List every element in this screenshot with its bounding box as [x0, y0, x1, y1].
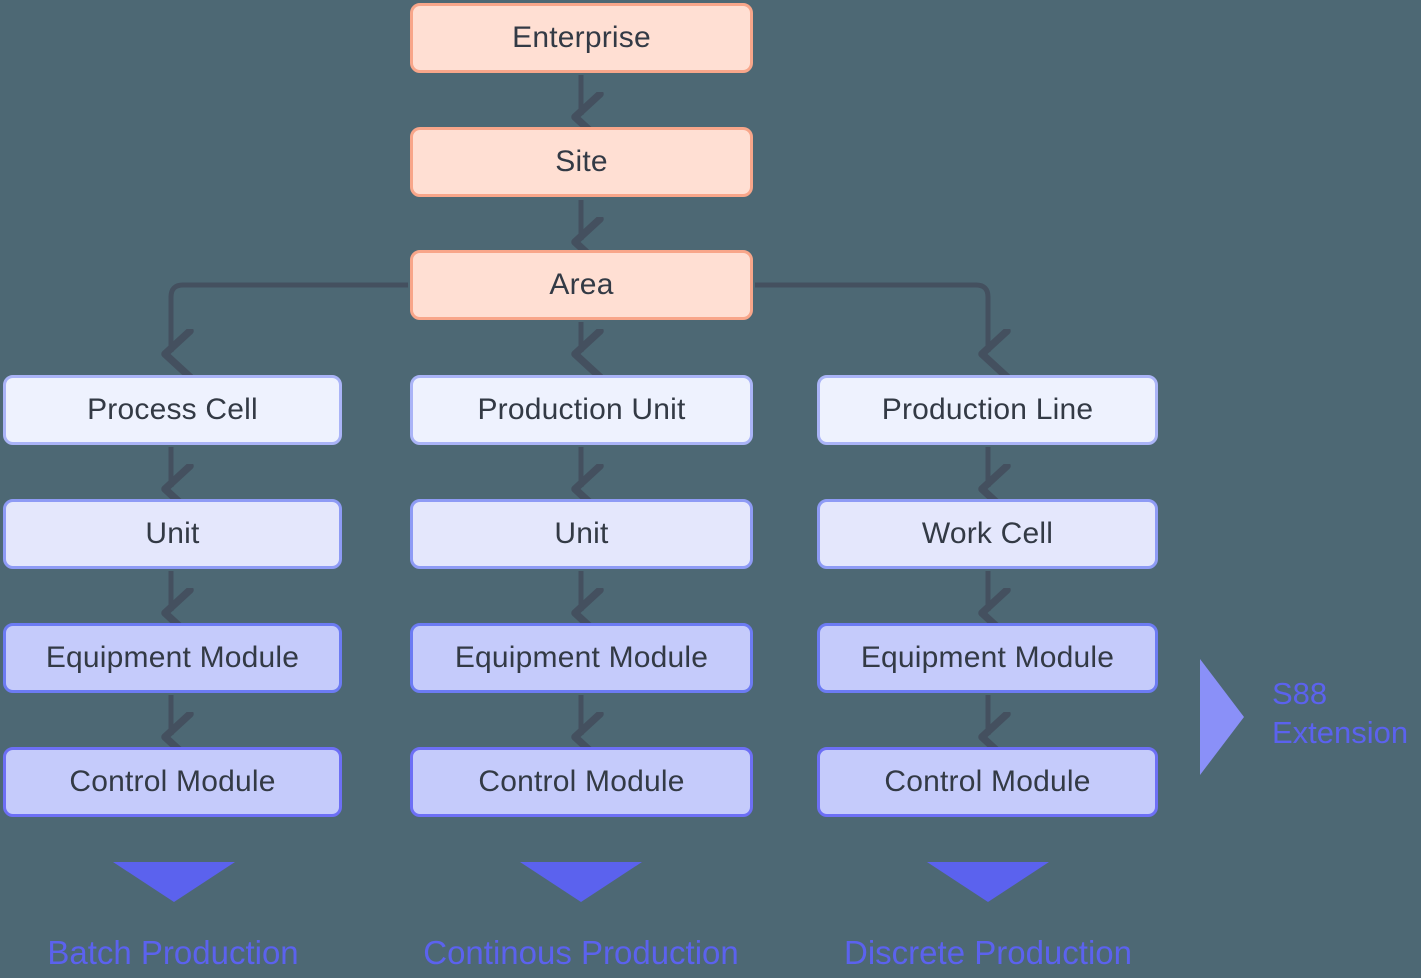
node-work-cell[interactable]: Work Cell — [817, 499, 1158, 569]
node-label: Unit — [554, 517, 609, 550]
node-label: Control Module — [478, 765, 685, 798]
node-production-unit[interactable]: Production Unit — [410, 375, 753, 445]
node-label: Unit — [145, 517, 200, 550]
node-control-module-continuous[interactable]: Control Module — [410, 747, 753, 817]
node-equipment-module-discrete[interactable]: Equipment Module — [817, 623, 1158, 693]
node-label: Enterprise — [512, 21, 651, 54]
s88-line-1: S88 — [1272, 676, 1328, 711]
node-enterprise[interactable]: Enterprise — [410, 3, 753, 73]
triangle-down-icon-batch — [113, 862, 235, 902]
node-label: Process Cell — [87, 393, 258, 426]
node-process-cell[interactable]: Process Cell — [3, 375, 342, 445]
node-equipment-module-continuous[interactable]: Equipment Module — [410, 623, 753, 693]
node-production-line[interactable]: Production Line — [817, 375, 1158, 445]
triangle-down-icon-continuous — [520, 862, 642, 902]
caption-batch-production: Batch Production — [0, 934, 346, 971]
s88-extension-label: S88 Extension — [1272, 675, 1408, 753]
caption-text: Batch Production — [47, 934, 299, 971]
node-label: Equipment Module — [45, 641, 300, 674]
node-label: Equipment Module — [454, 641, 709, 674]
node-site[interactable]: Site — [410, 127, 753, 197]
node-equipment-module-batch[interactable]: Equipment Module — [3, 623, 342, 693]
node-area[interactable]: Area — [410, 250, 753, 320]
node-label: Area — [549, 268, 614, 301]
node-unit-continuous[interactable]: Unit — [410, 499, 753, 569]
node-control-module-batch[interactable]: Control Module — [3, 747, 342, 817]
node-label: Site — [555, 145, 608, 178]
node-unit-batch[interactable]: Unit — [3, 499, 342, 569]
node-label: Equipment Module — [860, 641, 1115, 674]
node-label: Work Cell — [921, 517, 1054, 550]
caption-text: Continous Production — [423, 934, 739, 971]
caption-discrete-production: Discrete Production — [815, 934, 1161, 971]
s88-line-2: Extension — [1272, 714, 1409, 750]
node-label: Control Module — [69, 765, 276, 798]
triangle-down-icon-discrete — [927, 862, 1049, 902]
caption-text: Discrete Production — [844, 934, 1132, 971]
node-control-module-discrete[interactable]: Control Module — [817, 747, 1158, 817]
caption-continuous-production: Continous Production — [408, 934, 754, 971]
node-label: Production Unit — [477, 393, 686, 426]
node-label: Control Module — [884, 765, 1091, 798]
triangle-right-icon-s88 — [1200, 659, 1244, 775]
node-label: Production Line — [881, 393, 1094, 426]
